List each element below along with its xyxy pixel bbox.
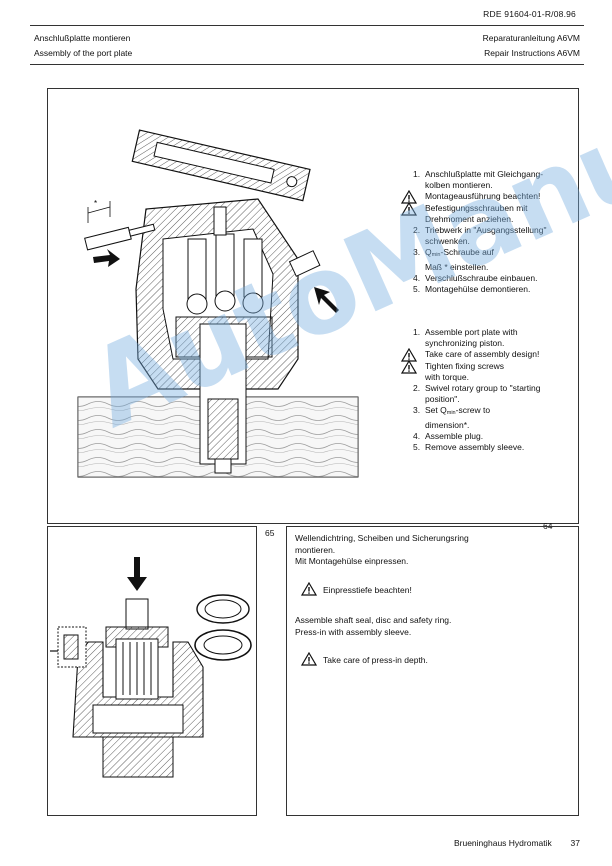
document-reference: RDE 91604-01-R/08.96 [483,9,576,19]
step-text: Maß * einstellen. [425,261,489,272]
step-text: synchronizing piston. [425,338,505,349]
page-number: 37 [570,838,580,848]
step-number: 4. [413,272,421,283]
step-number: 1. [413,169,421,179]
press-down-arrow-icon [127,557,147,591]
step-text: Verschlußschraube einbauen. [425,272,538,283]
step-text: Swivel rotary group to "starting [425,383,541,394]
step-text: kolben montieren. [425,180,493,191]
steps-list-german: 1. Anschlußplatte mit Gleichgang-kolben m… [401,169,575,295]
dimension-label: * [94,199,97,208]
step-text: Triebwerk in "Ausgangsstellung" [425,225,547,236]
step-text: dimension*. [425,419,470,430]
title-english: Assembly of the port plate [34,48,133,58]
warning-triangle-icon [301,652,317,666]
step-text: position". [425,394,460,405]
step-text: Assemble plug. [425,430,484,441]
german-line-1: Wellendichtring, Scheiben und Sicherungs… [295,533,469,543]
step-text: Montageausführung beachten! [425,191,541,202]
step-text: Q [425,247,432,258]
instructions-english: Assemble shaft seal, disc and safety rin… [295,615,570,668]
step-subscript: min [431,252,441,259]
arrow-right-icon [93,249,120,267]
step-text-tail: -screw to [455,405,491,416]
shaft-seal-drawing [50,557,252,778]
step-line: synchronizing piston. [403,338,575,349]
step-line: Maß * einstellen. [403,262,575,273]
step-text: Anschlußplatte mit Gleichgang- [425,169,544,179]
step-subscript: min [446,410,456,417]
step-line: Take care of assembly design! [401,348,575,363]
german-line-3: Mit Montagehülse einpressen. [295,556,409,566]
german-line-2: montieren. [295,544,336,555]
pump-assembly-drawing: * [77,129,359,478]
german-warning-text: Einpresstiefe beachten! [323,584,412,595]
step-line: 1. Anschlußplatte mit Gleichgang- [403,169,575,180]
step-number: 3. [413,405,421,416]
title-german: Anschlußplatte montieren [34,33,131,43]
step-line: kolben montieren. [403,180,575,191]
step-line: Drehmoment anziehen. [403,214,575,225]
step-text: schwenken. [425,236,470,247]
step-number: 5. [413,284,421,295]
step-line: 4. Assemble plug. [403,431,575,442]
step-text: with torque. [425,371,469,382]
step-text: Drehmoment anziehen. [425,213,514,224]
step-line: 2. Triebwerk in "Ausgangsstellung" [403,225,575,236]
step-text: Take care of assembly design! [425,349,540,360]
english-line-2: Press-in with assembly sleeve. [295,626,412,637]
step-text: Assemble port plate with [425,327,518,337]
manual-english: Repair Instructions A6VM [484,48,580,58]
step-line: position". [403,394,575,405]
english-warning: Take care of press-in depth. [295,652,570,668]
step-number: 5. [413,442,421,453]
step-line: schwenken. [403,236,575,247]
warning-triangle-icon [401,359,417,374]
step-text: Set Q [425,405,447,416]
figure-panel-65-text-box: Wellendichtring, Scheiben und Sicherungs… [286,526,579,816]
step-line: 3. Qmin-Schraube auf [403,247,575,261]
instructions-german: Wellendichtring, Scheiben und Sicherungs… [295,533,570,598]
step-number: 2. [413,225,421,236]
german-warning: Einpresstiefe beachten! [295,581,570,598]
step-line: 5. Montagehülse demontieren. [403,284,575,295]
figure-panel-64: * 1. Anschlußplatte mit Gleichgang-kolben… [47,88,579,524]
header-rule-top [30,25,584,26]
english-line-1: Assemble shaft seal, disc and safety rin… [295,615,452,625]
warning-triangle-icon [401,201,417,216]
manual-german: Reparaturanleitung A6VM [482,33,580,43]
step-line: 2. Swivel rotary group to "starting [403,383,575,394]
step-number: 1. [413,327,421,337]
footer-company: Brueninghaus Hydromatik [453,838,552,848]
step-line: dimension*. [403,420,575,431]
step-line: 4. Verschlußschraube einbauen. [403,273,575,284]
step-line: 3. Set Qmin-screw to [403,405,575,419]
header-rule-bottom [30,64,584,65]
arrow-diagonal-icon [314,287,339,313]
step-text-tail: -Schraube auf [440,247,494,258]
step-line: 1. Assemble port plate with [403,327,575,338]
figure-number-65: 65 [265,528,275,538]
step-line: with torque. [403,372,575,383]
step-number: 2. [413,383,421,394]
english-warning-text: Take care of press-in depth. [323,655,428,665]
step-line: Befestigungsschrauben mit [401,201,575,216]
step-text: Befestigungsschrauben mit [425,202,528,213]
footer: Brueninghaus Hydromatik 37 [454,838,580,848]
step-number: 3. [413,247,421,258]
step-number: 4. [413,430,421,441]
warning-triangle-icon [301,581,317,596]
figure-panel-65-drawing-box [47,526,257,816]
step-text: Montagehülse demontieren. [425,284,531,295]
step-line: Tighten fixing screws [401,359,575,374]
step-text: Tighten fixing screws [425,360,505,371]
step-text: Remove assembly sleeve. [425,442,525,453]
step-line: 5. Remove assembly sleeve. [403,442,575,453]
